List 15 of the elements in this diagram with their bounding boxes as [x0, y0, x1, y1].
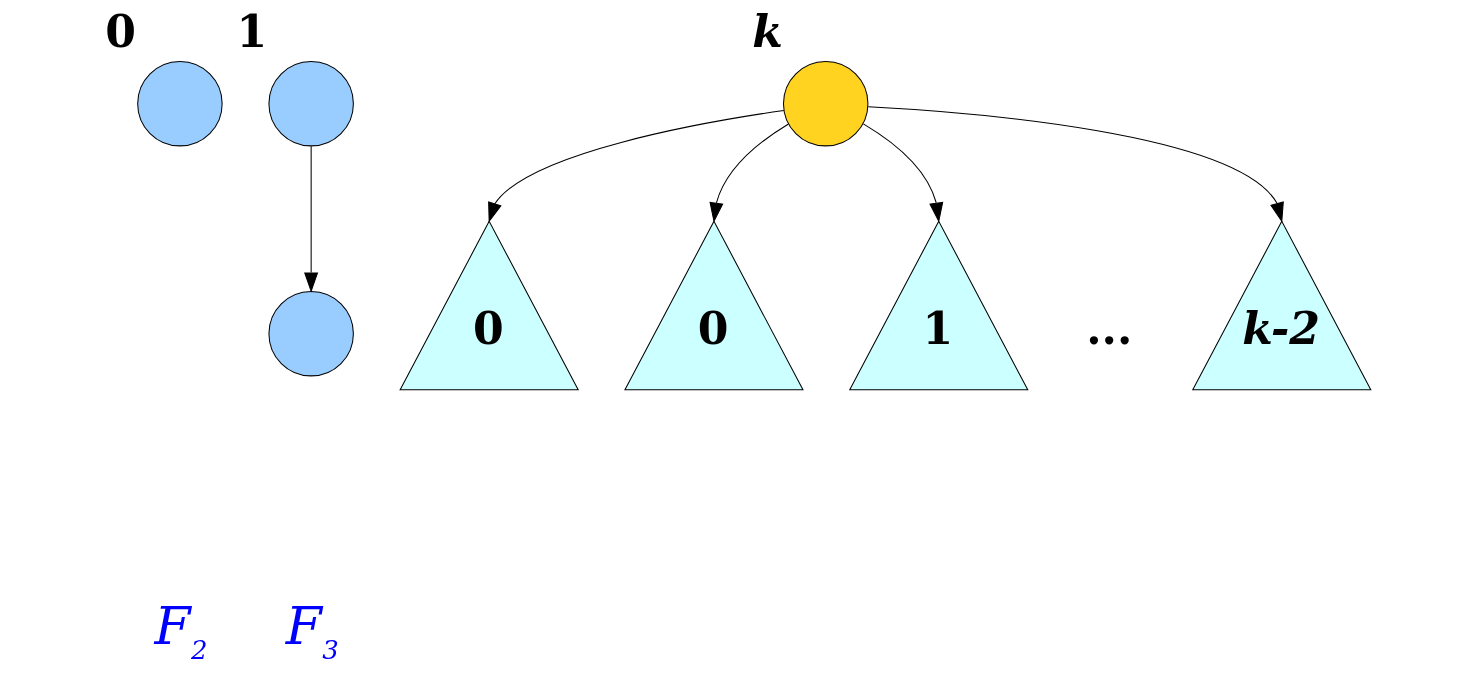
label: F$_{2}$	[154, 595, 207, 665]
node-label: k	[751, 6, 783, 58]
arrow	[708, 123, 789, 223]
node-circle	[267, 290, 354, 377]
node-label: 0	[104, 6, 136, 58]
node-circle	[267, 60, 354, 147]
arrow	[303, 145, 318, 293]
arrow	[862, 123, 943, 223]
node-label: 1	[235, 6, 267, 58]
label: ...	[1085, 302, 1132, 354]
node-circle	[136, 60, 223, 147]
node-circle	[782, 60, 868, 147]
label: F$_{3}$	[285, 595, 339, 665]
arrow	[867, 106, 1284, 223]
arrow	[487, 109, 784, 223]
